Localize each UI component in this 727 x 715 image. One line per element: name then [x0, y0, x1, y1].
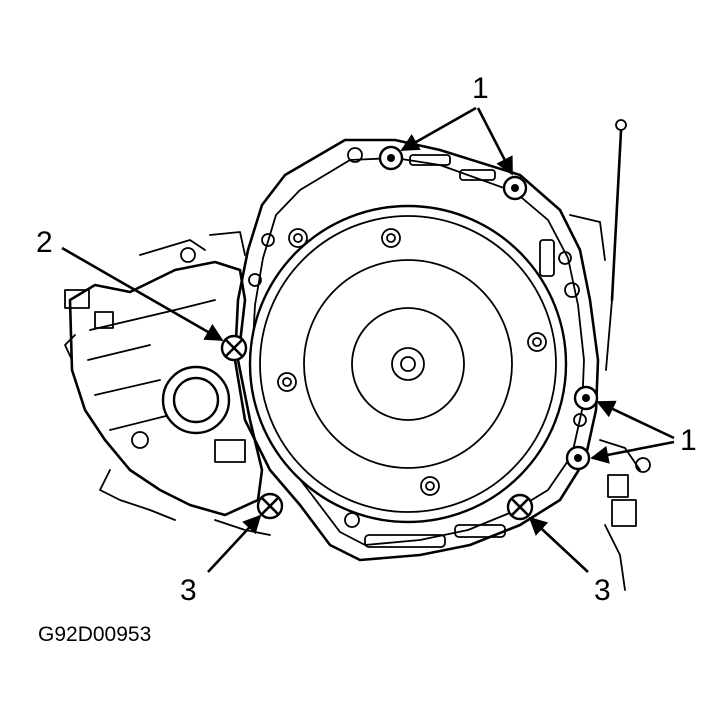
figure-code: G92D00953	[38, 623, 151, 646]
converter-bosses	[277, 228, 547, 496]
callout-3-right: 3	[594, 574, 611, 607]
bolt-1-right-lower	[565, 445, 591, 471]
callout-1-right: 1	[680, 424, 697, 457]
bolt-1-top-right	[502, 175, 528, 201]
bolt-1-top-left	[378, 145, 404, 171]
shift-rod	[569, 119, 651, 591]
callout-3-left: 3	[180, 574, 197, 607]
bolt-3-right	[506, 493, 534, 521]
callout-2: 2	[36, 226, 53, 259]
bolt-3-left	[256, 492, 284, 520]
differential-housing	[64, 231, 271, 536]
bolt-2	[220, 334, 248, 362]
bolts	[220, 145, 599, 521]
leader-lines	[61, 106, 675, 573]
bolt-1-right-upper	[573, 385, 599, 411]
callout-1-top: 1	[472, 72, 489, 105]
torque-converter	[248, 204, 568, 524]
